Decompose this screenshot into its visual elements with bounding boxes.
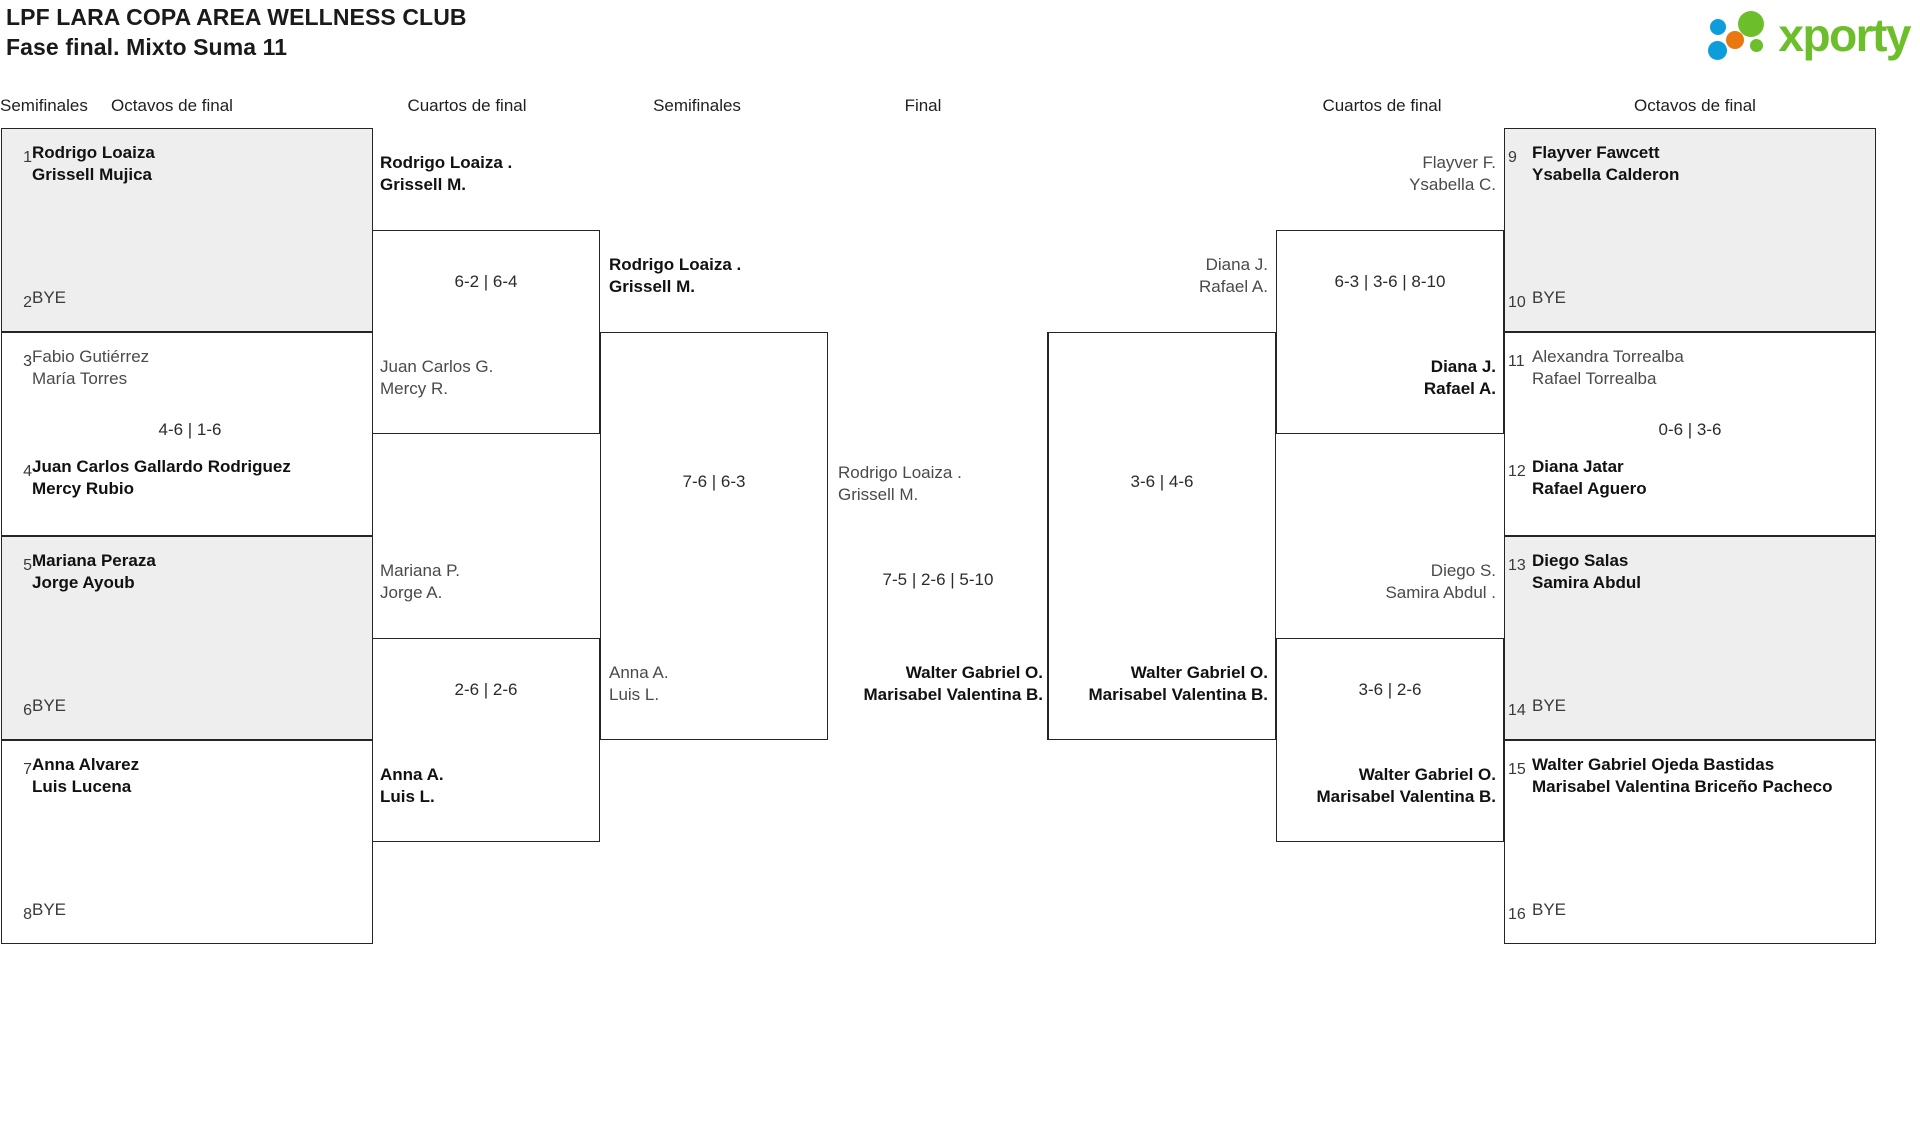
right-cuartos-m1-bottom-team: Diana J.Rafael A. (1423, 357, 1496, 398)
seed-number: 8 (23, 906, 32, 923)
seed-number: 16 (1508, 906, 1526, 923)
left-cuartos-m1-score: 6-2 | 6-4 (454, 272, 518, 291)
right-octavos-slot-16[interactable]: 16 BYE (1504, 897, 1566, 924)
right-cuartos-match-1[interactable] (1276, 230, 1504, 434)
left-cuartos-match-1[interactable] (372, 230, 600, 434)
logo-wordmark: xporty (1778, 9, 1911, 61)
left-semifinal-top-team: Rodrigo Loaiza .Grissell M. (609, 255, 742, 296)
right-octavos-slot-10[interactable]: 10 BYE (1504, 285, 1566, 312)
seed-number: 3 (23, 353, 32, 370)
right-semifinal-top-team: Diana J.Rafael A. (1199, 255, 1268, 296)
right-semifinal-match[interactable] (1048, 332, 1276, 740)
round-header-final: Final (904, 96, 942, 115)
left-cuartos-match-2[interactable] (372, 638, 600, 842)
final-winner-team: Walter Gabriel O.Marisabel Valentina B. (863, 663, 1043, 704)
right-cuartos-m1-top-team: Flayver F.Ysabella C. (1409, 153, 1496, 194)
bye-label: BYE (32, 900, 67, 919)
left-semifinal-bottom-team: Anna A.Luis L. (609, 663, 669, 704)
left-semifinal-score: 7-6 | 6-3 (682, 472, 746, 491)
seed-number: 14 (1508, 702, 1526, 719)
left-semifinal-match[interactable] (600, 332, 828, 740)
left-cuartos-m1-top-team: Rodrigo Loaiza .Grissell M. (380, 153, 513, 194)
seed-number: 10 (1508, 294, 1526, 311)
seed-number: 5 (23, 557, 32, 574)
right-cuartos-m1-score: 6-3 | 3-6 | 8-10 (1334, 272, 1446, 291)
bye-label: BYE (32, 696, 67, 715)
right-semifinal-score: 3-6 | 4-6 (1130, 472, 1194, 491)
right-octavos-match-4[interactable] (1504, 740, 1876, 944)
left-cuartos-m1-bottom-team: Juan Carlos G.Mercy R. (380, 357, 494, 398)
left-octavos-slot-2[interactable]: 2 BYE (4, 285, 372, 312)
round-header-semis-left: Semifinales (653, 96, 741, 115)
bye-label: BYE (32, 288, 67, 307)
right-octavos-match-2[interactable] (1504, 332, 1876, 536)
right-cuartos-m2-top-team: Diego S.Samira Abdul . (1385, 561, 1496, 602)
left-octavos-match-3[interactable] (1, 536, 373, 740)
round-header-cuartos-right: Cuartos de final (1322, 96, 1442, 115)
bye-label: BYE (1532, 900, 1567, 919)
left-octavos-match-2[interactable] (1, 332, 373, 536)
xporty-logo[interactable]: xporty (1702, 6, 1911, 64)
left-cuartos-m2-bottom-team: Anna A.Luis L. (380, 765, 444, 806)
seed-number: 15 (1508, 761, 1526, 778)
bye-label: BYE (1532, 696, 1567, 715)
right-cuartos-match-2[interactable] (1276, 638, 1504, 842)
left-cuartos-m2-score: 2-6 | 2-6 (454, 680, 518, 699)
right-octavos-match-1[interactable] (1504, 128, 1876, 332)
logo-dots-icon (1702, 9, 1774, 61)
seed-number: 2 (23, 294, 32, 311)
right-octavos-score-2: 0-6 | 3-6 (1658, 420, 1722, 439)
final-left-team: Rodrigo Loaiza .Grissell M. (838, 463, 962, 504)
right-octavos-slot-14[interactable]: 14 BYE (1504, 693, 1566, 720)
final-center-divider (1047, 332, 1048, 740)
seed-number: 4 (23, 463, 32, 480)
bye-label: BYE (1532, 288, 1567, 307)
round-header-cuartos-left: Cuartos de final (407, 96, 527, 115)
seed-number: 6 (23, 702, 32, 719)
left-cuartos-m2-top-team: Mariana P.Jorge A. (380, 561, 461, 602)
left-octavos-match-1[interactable] (1, 128, 373, 332)
left-octavos-slot-6[interactable]: 6 BYE (4, 693, 372, 720)
seed-number: 7 (23, 761, 32, 778)
left-octavos-match-4[interactable] (1, 740, 373, 944)
right-cuartos-m2-score: 3-6 | 2-6 (1358, 680, 1422, 699)
tournament-phase: Fase final. Mixto Suma 11 (6, 34, 288, 60)
seed-number: 1 (23, 149, 32, 166)
seed-number: 13 (1508, 557, 1526, 574)
round-header-octavos-left: Octavos de final (111, 96, 233, 115)
seed-number: 12 (1508, 463, 1526, 480)
seed-number: 9 (1508, 149, 1517, 166)
right-octavos-match-3[interactable] (1504, 536, 1876, 740)
right-cuartos-m2-bottom-team: Walter Gabriel O.Marisabel Valentina B. (1316, 765, 1496, 806)
tournament-name: LPF LARA COPA AREA WELLNESS CLUB (6, 4, 467, 30)
round-header-semis-right: Semifinales (0, 96, 88, 115)
round-header-octavos-right: Octavos de final (1634, 96, 1756, 115)
final-score: 7-5 | 2-6 | 5-10 (882, 570, 994, 589)
left-octavos-score-2: 4-6 | 1-6 (158, 420, 222, 439)
right-semifinal-bottom-team: Walter Gabriel O.Marisabel Valentina B. (1088, 663, 1268, 704)
page-title: LPF LARA COPA AREA WELLNESS CLUB Fase fi… (6, 2, 467, 62)
left-octavos-slot-8[interactable]: 8 BYE (4, 897, 372, 924)
seed-number: 11 (1508, 353, 1525, 370)
